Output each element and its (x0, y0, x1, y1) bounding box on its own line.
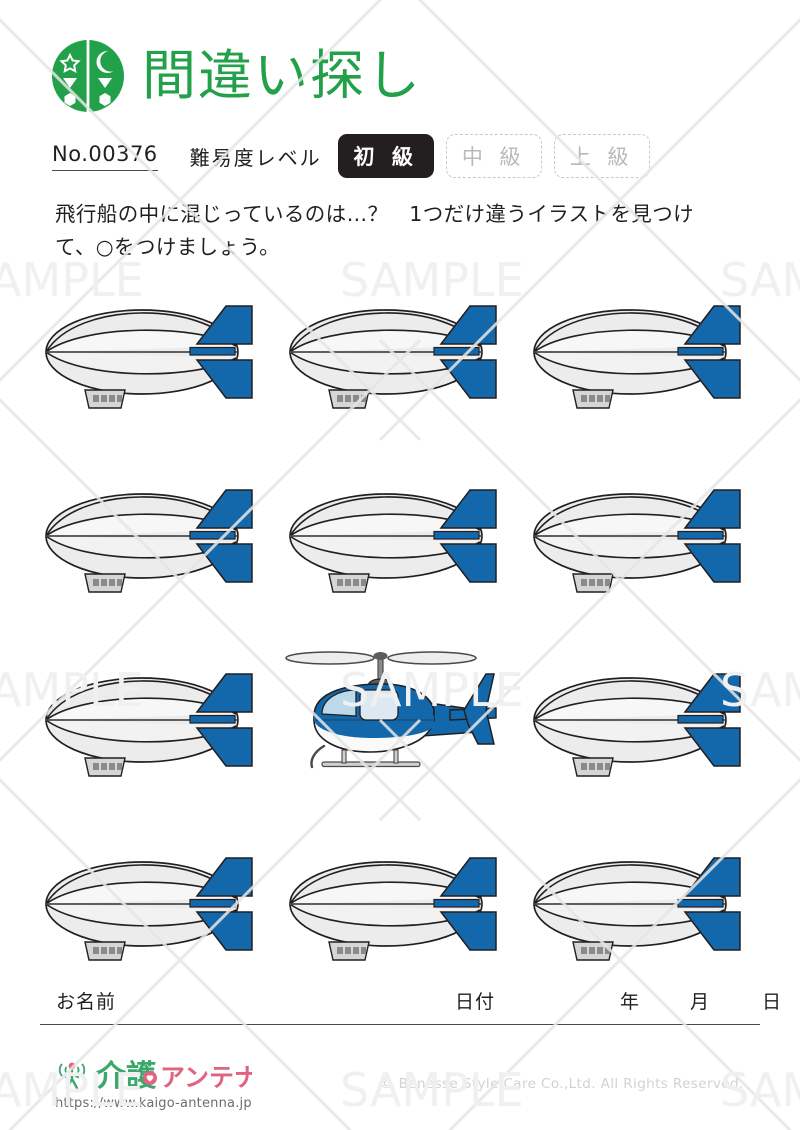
puzzle-item-airship[interactable] (526, 640, 768, 805)
kaigo-antenna-logo[interactable]: 介護 アンテナ (52, 1050, 252, 1094)
puzzle-item-airship[interactable] (526, 456, 768, 621)
difficulty-label: 難易度レベル (189, 145, 322, 170)
page-header: 間違い探し (50, 38, 422, 114)
level-badge-advanced[interactable]: 上 級 (553, 134, 650, 178)
level-badge-beginner[interactable]: 初 級 (337, 134, 434, 178)
level-badge-intermediate[interactable]: 中 級 (445, 134, 542, 178)
puzzle-item-helicopter[interactable] (282, 640, 524, 805)
copyright-text: © Benesse Style Care Co.,Ltd. All Rights… (380, 1076, 744, 1092)
puzzle-item-airship[interactable] (282, 824, 524, 989)
puzzle-item-airship[interactable] (38, 640, 280, 805)
date-label: 日付 (455, 991, 496, 1013)
name-date-row: お名前 日付 年 月 日 (40, 968, 781, 1025)
puzzle-item-airship[interactable] (38, 272, 280, 437)
instruction-line-1: 飛行船の中に混じっているのは…？ 1つだけ違うイラストを見つけ (55, 202, 695, 226)
puzzle-item-airship[interactable] (282, 456, 524, 621)
instruction-text: 飛行船の中に混じっているのは…？ 1つだけ違うイラストを見つけ て、○をつけまし… (55, 198, 755, 264)
puzzle-item-airship[interactable] (526, 272, 768, 437)
puzzle-number: No.00376 (52, 142, 158, 171)
day-label: 日 (762, 991, 783, 1013)
puzzle-circle-star-moon-icon (50, 38, 126, 114)
meta-row: No.00376 難易度レベル 初 級 中 級 上 級 (52, 134, 752, 178)
puzzle-item-airship[interactable] (282, 272, 524, 437)
puzzle-item-airship[interactable] (526, 824, 768, 989)
difficulty-badges: 初 級 中 級 上 級 (337, 134, 662, 178)
puzzle-item-airship[interactable] (38, 824, 280, 989)
month-label: 月 (690, 991, 711, 1013)
year-label: 年 (620, 991, 641, 1013)
svg-text:アンテナ: アンテナ (160, 1063, 252, 1092)
site-url[interactable]: https://www.kaigo-antenna.jp (55, 1096, 252, 1111)
instruction-line-2: て、○をつけましょう。 (55, 235, 281, 260)
page-title: 間違い探し (142, 44, 422, 107)
puzzle-grid (38, 272, 764, 961)
page-footer: 介護 アンテナ https://www.kaigo-antenna.jp © B… (0, 1040, 800, 1130)
puzzle-item-airship[interactable] (38, 456, 280, 621)
name-label: お名前 (56, 991, 117, 1013)
